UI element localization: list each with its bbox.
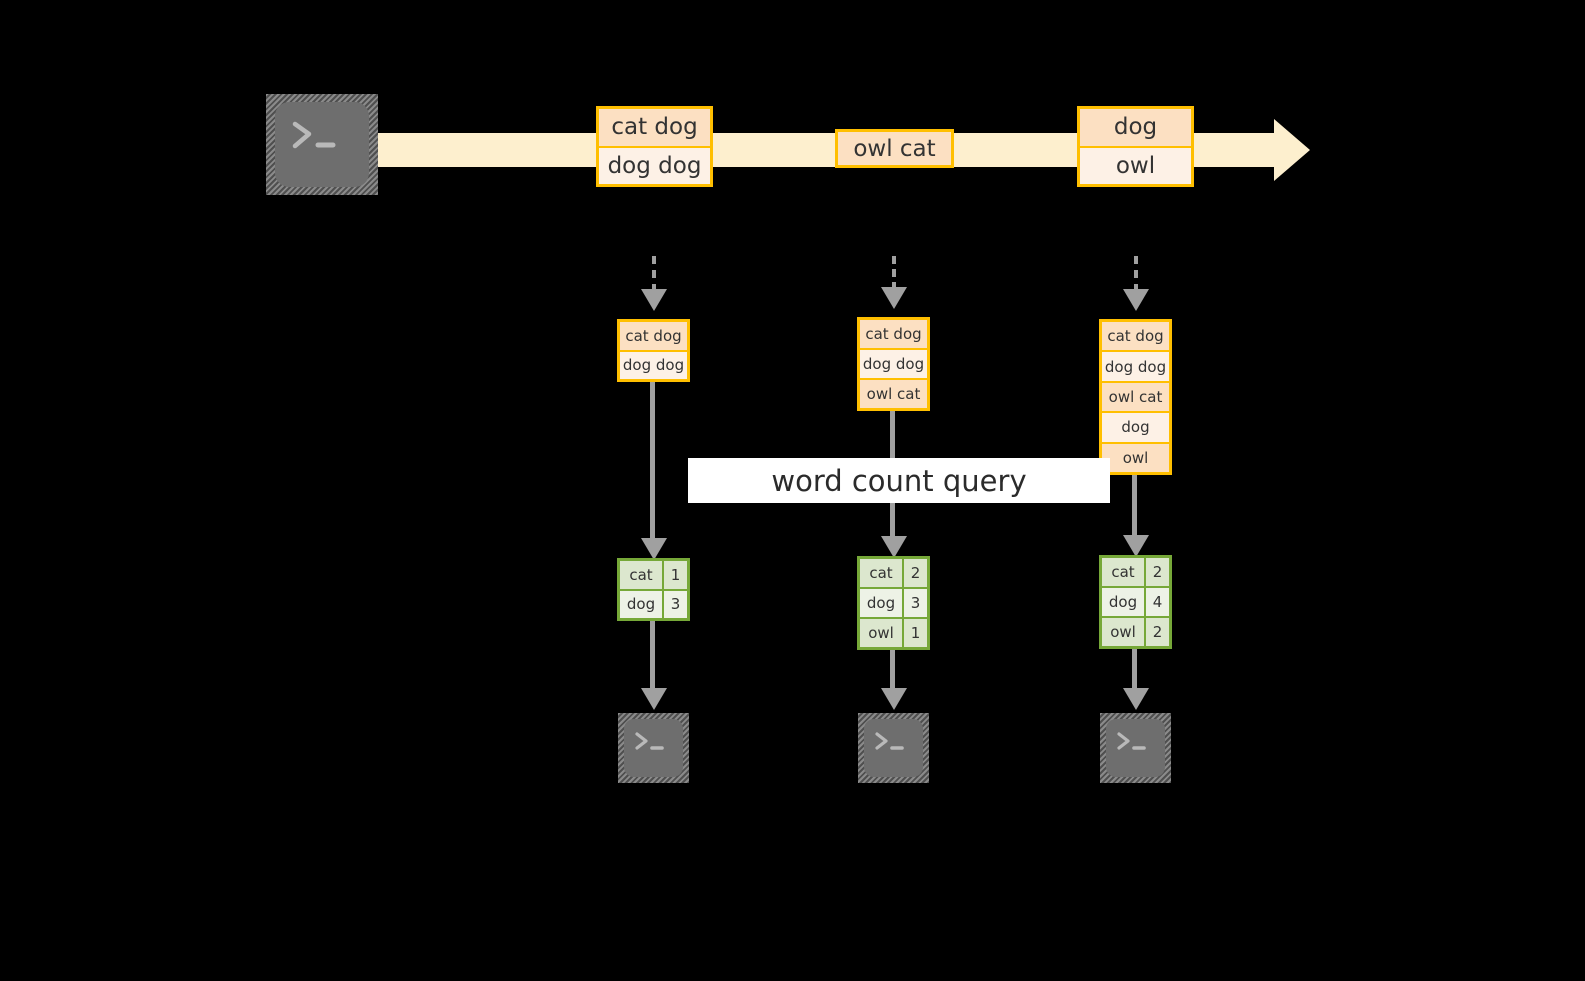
- stream-batch-3[interactable]: dog owl: [1077, 106, 1194, 187]
- terminal-screen: [275, 102, 369, 187]
- source-terminal-icon: [266, 94, 378, 195]
- stream-batch-2-line-1: owl cat: [838, 132, 951, 165]
- terminal-prompt-glyph: [635, 732, 664, 750]
- stream-batch-3-line-1: dog: [1080, 109, 1191, 146]
- snapshot-1-result-word-1: cat: [620, 561, 664, 589]
- table-row: owl 1: [860, 617, 927, 647]
- snapshot-3-input-line-5: owl: [1102, 441, 1169, 473]
- stream-arrowhead: [1274, 119, 1310, 181]
- snapshot-2-result-count-2: 3: [904, 589, 927, 617]
- stream-batch-3-line-2: owl: [1080, 145, 1191, 184]
- snapshot-1-result-table[interactable]: cat 1 dog 3: [617, 558, 690, 621]
- table-row: owl 2: [1102, 616, 1169, 646]
- snapshot-2-result-word-1: cat: [860, 559, 904, 587]
- stream-batch-1-line-2: dog dog: [599, 145, 710, 184]
- table-row: cat 2: [1102, 558, 1169, 586]
- terminal-prompt-glyph: [875, 732, 904, 750]
- snapshot-2-result-count-1: 2: [904, 559, 927, 587]
- terminal-prompt-glyph: [1117, 732, 1146, 750]
- snapshot-2-sink-terminal-icon: [858, 713, 929, 783]
- query-banner-label: word count query: [771, 463, 1027, 498]
- table-row: dog 4: [1102, 586, 1169, 616]
- snapshot-3-capture-line: [1134, 256, 1138, 292]
- snapshot-1-sink-terminal-icon: [618, 713, 689, 783]
- table-row: dog 3: [620, 588, 687, 618]
- snapshot-2-input-line-1: cat dog: [860, 320, 927, 348]
- snapshot-3-input-line-2: dog dog: [1102, 350, 1169, 381]
- snapshot-2-sink-arrowhead: [881, 688, 907, 710]
- snapshot-2-input-line-2: dog dog: [860, 348, 927, 378]
- snapshot-2-query-arrowhead: [881, 536, 907, 558]
- terminal-screen: [1106, 719, 1165, 777]
- table-row: cat 1: [620, 561, 687, 589]
- snapshot-1-sink-arrowhead: [641, 688, 667, 710]
- snapshot-1-capture-arrowhead: [641, 289, 667, 311]
- snapshot-3-query-arrowhead: [1123, 535, 1149, 557]
- snapshot-1-input-table[interactable]: cat dog dog dog: [617, 319, 690, 382]
- snapshot-2-input-line-3: owl cat: [860, 378, 927, 408]
- snapshot-3-result-count-3: 2: [1146, 618, 1169, 646]
- snapshot-3-result-count-2: 4: [1146, 588, 1169, 616]
- snapshot-3-query-line: [1132, 475, 1137, 539]
- snapshot-2-capture-arrowhead: [881, 287, 907, 309]
- snapshot-3-input-line-1: cat dog: [1102, 322, 1169, 351]
- snapshot-2-result-word-2: dog: [860, 589, 904, 617]
- snapshot-3-result-word-3: owl: [1102, 618, 1146, 646]
- snapshot-3-sink-terminal-icon: [1100, 713, 1171, 783]
- snapshot-3-result-table[interactable]: cat 2 dog 4 owl 2: [1099, 555, 1172, 649]
- snapshot-1-result-count-2: 3: [664, 590, 687, 618]
- snapshot-3-input-line-4: dog: [1102, 411, 1169, 442]
- snapshot-2-input-table[interactable]: cat dog dog dog owl cat: [857, 317, 930, 411]
- snapshot-3-result-word-2: dog: [1102, 588, 1146, 616]
- stream-batch-2[interactable]: owl cat: [835, 129, 954, 168]
- query-banner: word count query: [688, 458, 1110, 503]
- snapshot-2-result-word-3: owl: [860, 619, 904, 647]
- snapshot-2-capture-line: [892, 256, 896, 290]
- terminal-screen: [864, 719, 923, 777]
- snapshot-3-result-count-1: 2: [1146, 558, 1169, 586]
- snapshot-2-result-count-3: 1: [904, 619, 927, 647]
- stream-batch-1[interactable]: cat dog dog dog: [596, 106, 713, 187]
- table-row: dog 3: [860, 587, 927, 617]
- snapshot-1-capture-line: [652, 256, 656, 292]
- snapshot-1-sink-line: [650, 621, 655, 691]
- snapshot-1-result-count-1: 1: [664, 561, 687, 589]
- snapshot-3-input-line-3: owl cat: [1102, 380, 1169, 412]
- snapshot-3-capture-arrowhead: [1123, 289, 1149, 311]
- terminal-screen: [624, 719, 683, 777]
- snapshot-1-input-line-1: cat dog: [620, 322, 687, 350]
- table-row: cat 2: [860, 559, 927, 587]
- stream-batch-1-line-1: cat dog: [599, 109, 710, 146]
- snapshot-1-result-word-2: dog: [620, 590, 664, 618]
- snapshot-3-result-word-1: cat: [1102, 558, 1146, 586]
- snapshot-3-sink-line: [1132, 649, 1137, 691]
- snapshot-1-query-line: [650, 382, 655, 542]
- snapshot-3-input-table[interactable]: cat dog dog dog owl cat dog owl: [1099, 319, 1172, 475]
- snapshot-2-sink-line: [890, 650, 895, 691]
- snapshot-1-query-arrowhead: [641, 538, 667, 560]
- snapshot-1-input-line-2: dog dog: [620, 349, 687, 379]
- snapshot-2-result-table[interactable]: cat 2 dog 3 owl 1: [857, 556, 930, 650]
- snapshot-3-sink-arrowhead: [1123, 688, 1149, 710]
- terminal-prompt-glyph: [292, 121, 336, 149]
